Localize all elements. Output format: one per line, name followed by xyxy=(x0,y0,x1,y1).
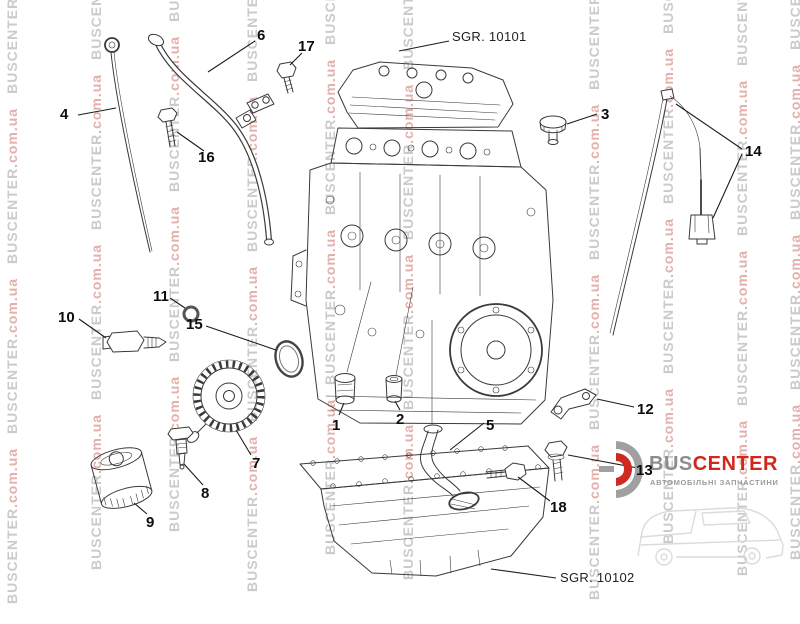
callout-12: 12 xyxy=(637,401,654,418)
part-plug-1 xyxy=(334,373,356,405)
part-oil-filter xyxy=(90,447,153,509)
sgr-label-top: SGR. 10101 xyxy=(452,29,527,44)
part-valve-8 xyxy=(167,426,194,470)
callout-6: 6 xyxy=(257,27,266,44)
part-bracket-12 xyxy=(550,388,597,420)
callout-16: 16 xyxy=(198,149,215,166)
callout-5: 5 xyxy=(486,417,495,434)
callout-2: 2 xyxy=(396,411,405,428)
buscenter-logo-icon xyxy=(599,441,643,498)
callout-10: 10 xyxy=(58,309,75,326)
part-bolt-18 xyxy=(485,462,527,481)
part-bolt-13 xyxy=(544,440,568,482)
leader-lines xyxy=(77,40,743,579)
callout-15: 15 xyxy=(186,316,203,333)
callout-7: 7 xyxy=(252,455,261,472)
engine-block xyxy=(290,61,554,425)
callout-17: 17 xyxy=(298,38,315,55)
callout-3: 3 xyxy=(601,106,610,123)
callout-9: 9 xyxy=(146,514,155,531)
part-bush-2 xyxy=(385,375,403,403)
logo-brand-gray: BUS xyxy=(649,453,693,475)
logo-subtitle: АВТОМОБІЛЬНІ ЗАПЧАСТИНИ xyxy=(650,478,779,487)
part-oil-cap xyxy=(539,115,567,145)
callout-1: 1 xyxy=(332,417,341,434)
part-oil-pan xyxy=(299,445,550,577)
part-temp-probe xyxy=(609,88,716,336)
part-oil-cooler xyxy=(186,359,266,443)
callout-13: 13 xyxy=(636,462,653,479)
callout-11: 11 xyxy=(153,288,169,305)
part-clamp-17 xyxy=(246,61,297,114)
callout-4: 4 xyxy=(60,106,69,123)
buscenter-logo: BUSCENTER АВТОМОБІЛЬНІ ЗАПЧАСТИНИ xyxy=(597,440,800,510)
part-oring-11 xyxy=(182,305,200,323)
callout-14: 14 xyxy=(745,143,762,160)
part-oil-pickup xyxy=(420,424,480,511)
logo-brand-red: CENTER xyxy=(692,453,778,475)
callout-18: 18 xyxy=(550,499,567,516)
part-filler-tube xyxy=(147,33,274,246)
van-sketch xyxy=(637,507,784,566)
buscenter-logo-text: BUSCENTER xyxy=(649,453,778,476)
callout-8: 8 xyxy=(201,485,210,502)
part-oil-pressure-switch xyxy=(102,330,167,353)
part-bolt-16 xyxy=(157,107,178,148)
part-gasket-15 xyxy=(274,340,304,378)
sgr-label-bottom: SGR. 10102 xyxy=(560,570,635,585)
part-dipstick xyxy=(104,37,153,253)
